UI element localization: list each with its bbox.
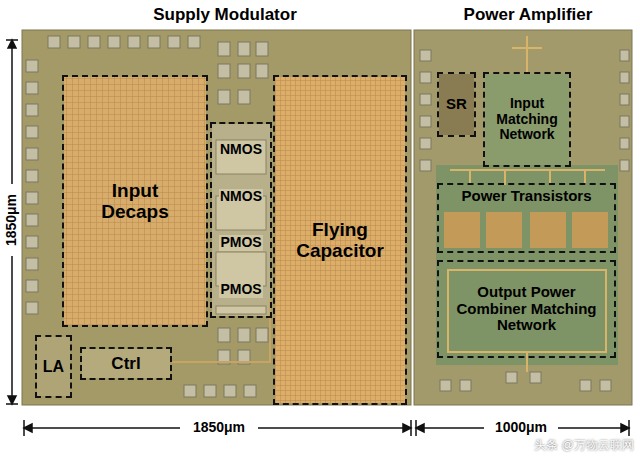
chip-region: SR: [437, 72, 476, 137]
region-label: Output Power Combiner Matching Network: [442, 284, 611, 334]
chip-region: Ctrl: [80, 347, 172, 380]
region-label: PMOS: [219, 235, 262, 251]
chip-region: Output Power Combiner Matching Network: [437, 260, 616, 358]
region-label: Ctrl: [111, 354, 140, 373]
region-label: NMOS: [219, 189, 263, 205]
watermark: 头条 @万物云联网: [534, 439, 634, 452]
dimension-label: 1850μm: [4, 192, 19, 248]
chip-region: NMOS NMOS PMOS PMOS: [210, 122, 272, 318]
chip-region: Input Decaps: [62, 75, 208, 327]
region-label: Power Transistors: [461, 188, 591, 205]
chip-region: LA: [35, 335, 72, 398]
region-label: PMOS: [219, 282, 262, 298]
section-heading: Power Amplifier: [462, 6, 595, 25]
region-label: Flying Capacitor: [280, 219, 400, 262]
region-label: Input Decaps: [80, 180, 190, 223]
region-label: NMOS: [219, 142, 263, 158]
chip-region: Input Matching Network: [483, 72, 571, 167]
region-label: Input Matching Network: [488, 96, 566, 143]
region-label: SR: [446, 96, 467, 113]
chip-region: Flying Capacitor: [273, 75, 407, 405]
region-label: LA: [43, 358, 64, 376]
chip-region: Power Transistors: [437, 183, 616, 253]
dimension-label: 1000μm: [493, 420, 549, 435]
dimension-label: 1850μm: [191, 420, 247, 435]
section-heading: Supply Modulator: [151, 6, 299, 25]
